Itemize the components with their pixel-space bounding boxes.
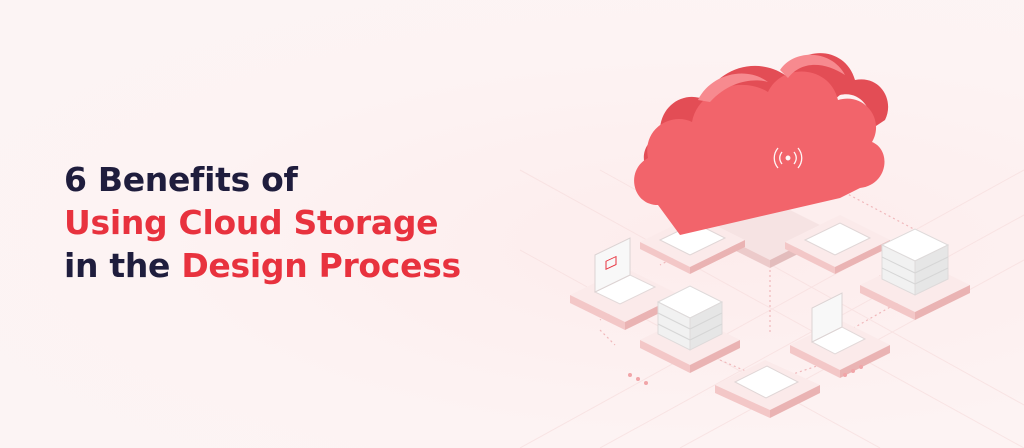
title-line-1: 6 Benefits of xyxy=(64,160,298,199)
page-title: 6 Benefits of Using Cloud Storage in the… xyxy=(64,158,494,287)
server-icon xyxy=(640,285,740,373)
tablet-icon xyxy=(715,360,820,418)
title-line-2: Using Cloud Storage xyxy=(64,203,439,242)
tablet-icon xyxy=(640,215,745,274)
cloud-icon xyxy=(634,53,889,235)
laptop-icon xyxy=(570,237,680,330)
title-line-3-accent: Design Process xyxy=(181,246,461,285)
tablet-icon xyxy=(785,215,890,274)
title-line-3-prefix: in the xyxy=(64,246,182,285)
signal-icon xyxy=(773,147,803,169)
laptop-icon xyxy=(790,292,890,378)
title-line-3: in the Design Process xyxy=(64,244,494,287)
server-icon xyxy=(860,228,970,320)
cloud-network-illustration xyxy=(570,53,970,418)
